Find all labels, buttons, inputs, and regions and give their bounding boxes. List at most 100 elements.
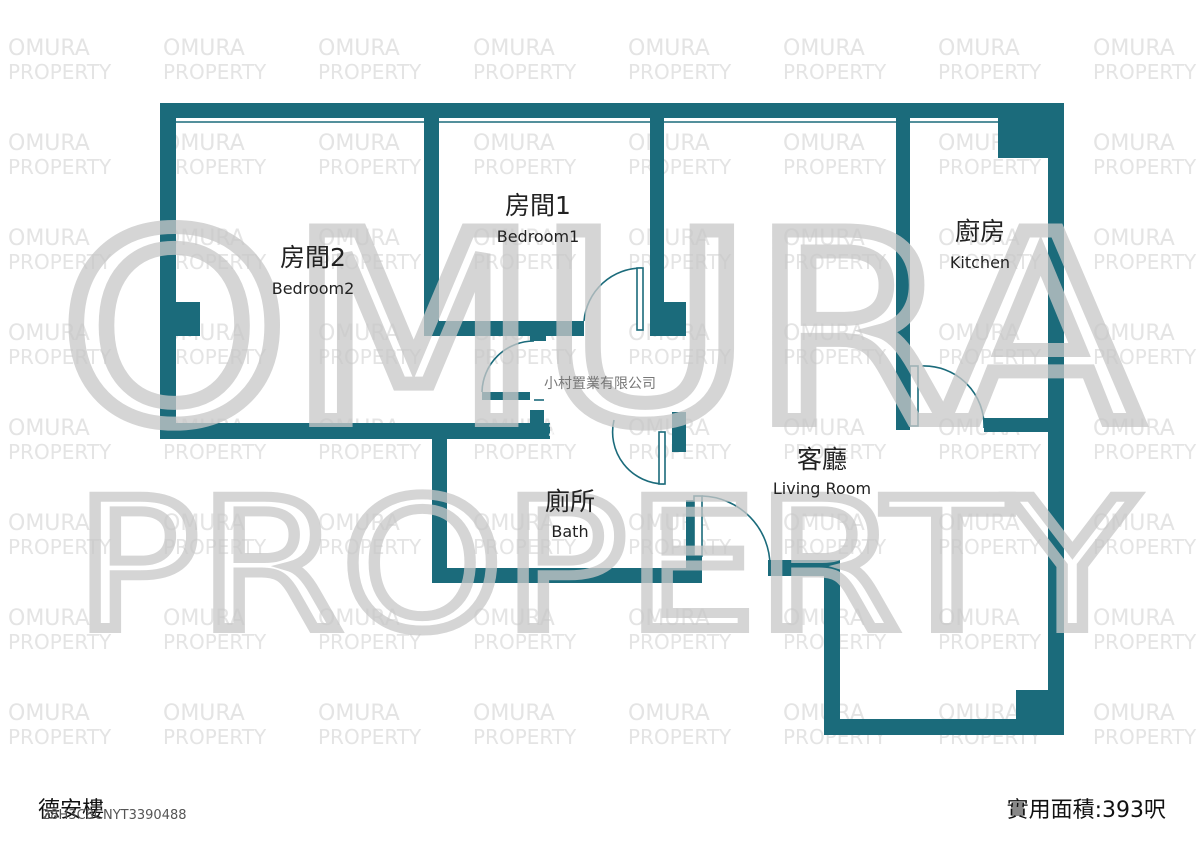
watermark-tile-line1: OMURA — [938, 606, 1020, 631]
watermark-tile-line1: OMURA — [1093, 321, 1175, 346]
watermark-tile-line1: OMURA — [1093, 511, 1175, 536]
watermark-tile-line2: PROPERTY — [783, 155, 887, 179]
watermark-tile-line1: OMURA — [938, 511, 1020, 536]
watermark-tile-line2: PROPERTY — [938, 155, 1042, 179]
watermark-tile-line2: PROPERTY — [1093, 630, 1197, 654]
watermark-tiles: OMURAPROPERTYOMURAPROPERTYOMURAPROPERTYO… — [8, 36, 1197, 749]
bedroom2-label-cn: 房間2 — [280, 243, 346, 272]
watermark-tile-line2: PROPERTY — [8, 440, 112, 464]
watermark-tile-line1: OMURA — [628, 701, 710, 726]
watermark-tile-line2: PROPERTY — [628, 155, 732, 179]
watermark-tile-line2: PROPERTY — [1093, 155, 1197, 179]
building-name: 德安樓 — [38, 798, 105, 823]
watermark-tile-line1: OMURA — [628, 36, 710, 61]
watermark-tile-line2: PROPERTY — [628, 60, 732, 84]
watermark-tile-line2: PROPERTY — [938, 535, 1042, 559]
watermark-tile-line1: OMURA — [318, 131, 400, 156]
watermark-tile-line1: OMURA — [8, 36, 90, 61]
big-watermark-line1: OMURA — [60, 180, 1141, 482]
watermark-tile-line1: OMURA — [1093, 701, 1175, 726]
kitchen-label-en: Kitchen — [950, 253, 1010, 272]
watermark-tile-line2: PROPERTY — [318, 725, 422, 749]
watermark-tile-line1: OMURA — [473, 131, 555, 156]
watermark-tile-line1: OMURA — [473, 511, 555, 536]
watermark-tile-line1: OMURA — [8, 131, 90, 156]
watermark-tile-line1: OMURA — [163, 226, 245, 251]
watermark-tile-line2: PROPERTY — [8, 250, 112, 274]
watermark-tile-line1: OMURA — [8, 226, 90, 251]
living-label-cn: 客廳 — [797, 445, 847, 474]
watermark-tile-line2: PROPERTY — [318, 345, 422, 369]
room-living: 客廳 Living Room — [773, 445, 871, 498]
watermark-tile-line1: OMURA — [318, 226, 400, 251]
watermark-tile-line2: PROPERTY — [163, 345, 267, 369]
watermark-tile-line2: PROPERTY — [473, 155, 577, 179]
watermark-tile-line1: OMURA — [318, 36, 400, 61]
watermark-tile-line1: OMURA — [473, 606, 555, 631]
watermark-tile-line1: OMURA — [473, 36, 555, 61]
watermark-tile-line1: OMURA — [783, 321, 865, 346]
reference-code: 28H3C8CNYT3390488 — [42, 808, 187, 823]
watermark-tile-line1: OMURA — [938, 226, 1020, 251]
watermark-tile-line1: OMURA — [1093, 131, 1175, 156]
watermark-tile-line1: OMURA — [628, 226, 710, 251]
watermark-tile-line2: PROPERTY — [783, 60, 887, 84]
watermark-tile-line1: OMURA — [163, 131, 245, 156]
watermark-tile-line2: PROPERTY — [1093, 440, 1197, 464]
watermark-tile-line1: OMURA — [318, 701, 400, 726]
watermark-tile-line1: OMURA — [1093, 606, 1175, 631]
watermark-tile-line2: PROPERTY — [1093, 535, 1197, 559]
room-bath: 廁所 Bath — [545, 487, 595, 541]
watermark-tile-line2: PROPERTY — [8, 630, 112, 654]
watermark-tile-line1: OMURA — [628, 131, 710, 156]
watermark-tile-line1: OMURA — [783, 36, 865, 61]
watermark-tile-line2: PROPERTY — [163, 155, 267, 179]
room-bedroom2: 房間2 Bedroom2 — [272, 243, 355, 298]
watermark-tile-line2: PROPERTY — [8, 155, 112, 179]
watermark-tile-line1: OMURA — [318, 321, 400, 346]
watermark-tile-line1: OMURA — [8, 701, 90, 726]
watermark-tile-line2: PROPERTY — [473, 60, 577, 84]
watermark-tile-line2: PROPERTY — [1093, 60, 1197, 84]
watermark-tile-line1: OMURA — [473, 701, 555, 726]
watermark-tile-line2: PROPERTY — [473, 250, 577, 274]
watermark-tile-line2: PROPERTY — [8, 535, 112, 559]
watermark-tile-line2: PROPERTY — [783, 345, 887, 369]
watermark-tile-line2: PROPERTY — [8, 60, 112, 84]
watermark-tile-line2: PROPERTY — [318, 60, 422, 84]
big-watermark-line2: PROPERTY — [75, 462, 1136, 671]
